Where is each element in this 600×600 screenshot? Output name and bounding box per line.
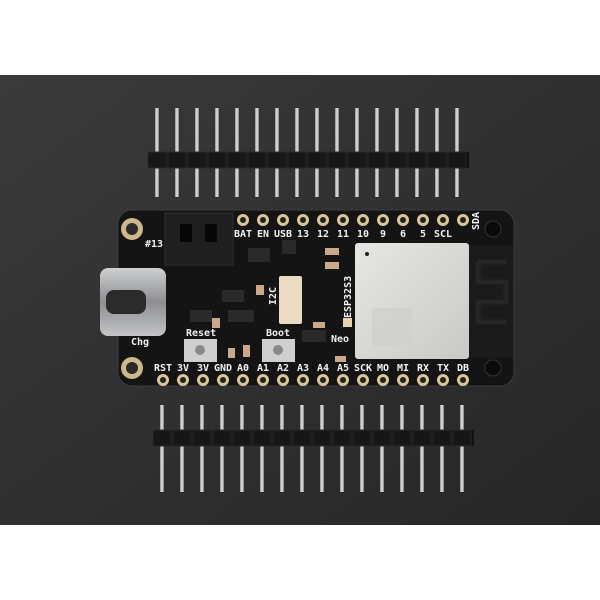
top-pin-label: 13: [297, 229, 309, 240]
bottom-pin-label: A1: [257, 363, 269, 374]
top-pin-label: 6: [400, 229, 406, 240]
bottom-pin-label: 3V: [177, 363, 189, 374]
top-pin-label: BAT: [234, 229, 252, 240]
header-pin: [260, 405, 264, 492]
bottom-pin-labels: RST 3V 3V GND A0 A1 A2 A3 A4 A5 SCK MO MI RX TX DB: [154, 363, 469, 374]
header-segment: [247, 151, 267, 169]
header-pin: [280, 405, 284, 492]
top-pin-label: USB: [274, 229, 292, 240]
header-segment: [287, 151, 307, 169]
header-pin: [160, 405, 164, 492]
header-segment: [387, 151, 407, 169]
i2c-label: I2C: [268, 287, 279, 305]
chip-label: ESP32S3: [343, 276, 354, 318]
boot-label: Boot: [266, 328, 290, 339]
stemma-qt-connector: [279, 276, 302, 324]
header-segment: [392, 429, 412, 447]
top-pin-label: 11: [337, 229, 349, 240]
header-pin: [300, 405, 304, 492]
header-pin: [420, 405, 424, 492]
header-segment: [307, 151, 327, 169]
top-pin-label: 10: [357, 229, 369, 240]
mounting-holes: [121, 218, 502, 379]
header-pin: [180, 405, 184, 492]
header-pin: [340, 405, 344, 492]
header-segment: [172, 429, 192, 447]
neopixel-led: [343, 318, 352, 327]
bottom-pin-label: A2: [277, 363, 289, 374]
header-pin: [200, 405, 204, 492]
header-segment: [227, 151, 247, 169]
header-pin: [360, 405, 364, 492]
bottom-pin-label: A4: [317, 363, 329, 374]
header-segment: [192, 429, 212, 447]
sda-label: SDA: [471, 212, 482, 230]
header-segment: [427, 151, 447, 169]
header-segment: [352, 429, 372, 447]
bottom-pin-label: 3V: [197, 363, 209, 374]
bottom-pin-label: TX: [437, 363, 449, 374]
header-segment: [372, 429, 392, 447]
top-pin-header: [147, 108, 469, 197]
header-segment: [147, 151, 167, 169]
bottom-pin-label: MO: [377, 363, 389, 374]
header-segment: [447, 151, 467, 169]
header-segment: [412, 429, 432, 447]
bottom-pin-label: RX: [417, 363, 429, 374]
header-segment: [252, 429, 272, 447]
bottom-pin-label: DB: [457, 363, 469, 374]
top-pin-label: 12: [317, 229, 329, 240]
header-pin: [400, 405, 404, 492]
header-pin: [320, 405, 324, 492]
top-pin-label: SCL: [434, 229, 452, 240]
header-segment: [207, 151, 227, 169]
header-pin: [220, 405, 224, 492]
board-pin-holes: [157, 214, 469, 386]
led-13-label: #13: [145, 239, 163, 250]
bottom-pin-label: SCK: [354, 363, 372, 374]
bottom-pin-label: RST: [154, 363, 172, 374]
header-segment: [212, 429, 232, 447]
reset-label: Reset: [186, 328, 216, 339]
top-pin-label: 9: [380, 229, 386, 240]
bottom-pin-label: A3: [297, 363, 309, 374]
header-segment: [332, 429, 352, 447]
header-pin: [460, 405, 464, 492]
bottom-pin-header: [152, 405, 474, 492]
header-segment: [312, 429, 332, 447]
header-pin: [380, 405, 384, 492]
header-segment: [292, 429, 312, 447]
header-segment: [347, 151, 367, 169]
neopixel-label: Neo: [331, 334, 349, 345]
header-pin: [440, 405, 444, 492]
header-segment: [232, 429, 252, 447]
header-segment: [367, 151, 387, 169]
header-pin: [240, 405, 244, 492]
bottom-pin-label: GND: [214, 363, 232, 374]
header-segment: [267, 151, 287, 169]
top-pin-label: 5: [420, 229, 426, 240]
header-segment: [187, 151, 207, 169]
header-segment: [327, 151, 347, 169]
header-segment: [152, 429, 172, 447]
top-pin-label: EN: [257, 229, 269, 240]
header-segment: [407, 151, 427, 169]
header-segment: [452, 429, 472, 447]
header-segment: [432, 429, 452, 447]
header-segment: [167, 151, 187, 169]
battery-jst-connector: [164, 212, 234, 266]
bottom-pin-label: A0: [237, 363, 249, 374]
charge-label: Chg: [131, 337, 149, 348]
top-pin-labels: BAT EN USB 13 12 11 10 9 6 5 SCL: [234, 229, 452, 240]
bottom-pin-label: A5: [337, 363, 349, 374]
header-segment: [272, 429, 292, 447]
bottom-pin-label: MI: [397, 363, 409, 374]
